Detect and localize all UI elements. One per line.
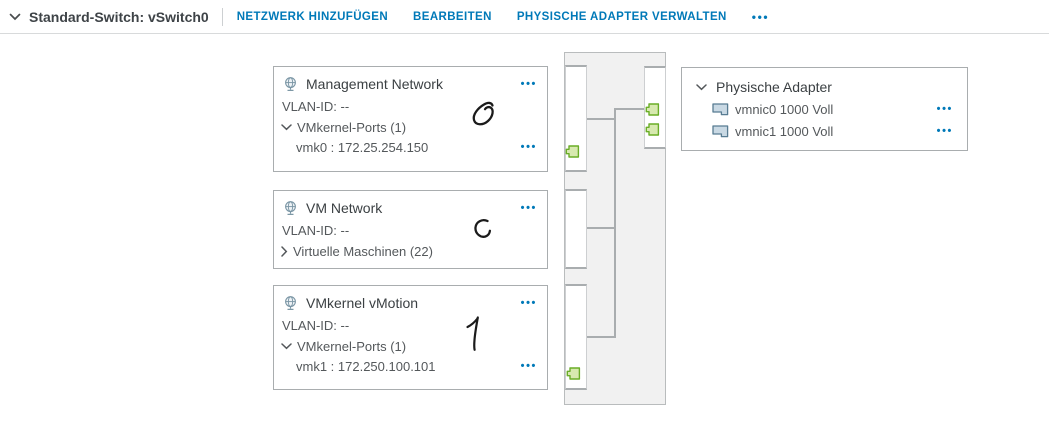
chevron-right-icon <box>281 246 288 257</box>
network-globe-icon <box>283 200 298 216</box>
chevron-down-icon <box>696 83 707 91</box>
uplink-port-icon <box>645 123 660 136</box>
portgroup-header: VM Network ••• <box>274 191 547 216</box>
nic-adapter-icon <box>712 103 729 116</box>
vlan-id-label: VLAN-ID: -- <box>282 223 350 238</box>
vmk-port-row: vmk1 : 172.250.100.101 ••• <box>296 359 537 374</box>
vmk-port-actions-button[interactable]: ••• <box>520 360 537 372</box>
portgroup-vm-network[interactable]: VM Network ••• VLAN-ID: -- Virtuelle Mas… <box>273 190 548 269</box>
vmkernel-port-icon <box>565 145 580 158</box>
adapter-row-vmnic0: vmnic0 1000 Voll ••• <box>712 102 953 117</box>
connection-line <box>587 336 616 338</box>
toolbar-divider <box>221 7 223 26</box>
adapter-row-vmnic1: vmnic1 1000 Voll ••• <box>712 124 953 139</box>
adapter-actions-button[interactable]: ••• <box>936 125 953 137</box>
more-actions-button[interactable]: ••• <box>751 9 770 24</box>
vmkernel-ports-label: VMkernel-Ports (1) <box>297 339 407 354</box>
portgroup-port-stub <box>565 65 587 172</box>
vmk-port-actions-button[interactable]: ••• <box>520 141 537 153</box>
portgroup-header: VMkernel vMotion ••• <box>274 286 547 311</box>
portgroup-title: VMkernel vMotion <box>306 295 419 311</box>
uplink-port-icon <box>645 103 660 116</box>
physical-adapters-panel: Physische Adapter vmnic0 1000 Voll ••• v… <box>681 67 968 151</box>
adapter-label: vmnic1 1000 Voll <box>735 124 834 139</box>
vmkernel-port-icon <box>566 367 581 380</box>
connection-line <box>587 118 616 120</box>
vmkernel-ports-label: VMkernel-Ports (1) <box>297 120 407 135</box>
vmk-port-label: vmk0 : 172.25.254.150 <box>296 140 429 155</box>
connection-line <box>616 108 644 110</box>
portgroup-actions-button[interactable]: ••• <box>520 201 537 214</box>
vlan-id-label: VLAN-ID: -- <box>282 99 350 114</box>
vmkernel-ports-toggle[interactable]: VMkernel-Ports (1) <box>281 339 547 354</box>
portgroup-title: Management Network <box>306 76 443 92</box>
edit-button[interactable]: BEARBEITEN <box>413 10 492 23</box>
virtual-machines-toggle[interactable]: Virtuelle Maschinen (22) <box>281 244 547 259</box>
manage-physical-adapters-button[interactable]: PHYSISCHE ADAPTER VERWALTEN <box>516 10 727 23</box>
portgroup-actions-button[interactable]: ••• <box>520 77 537 90</box>
add-network-button[interactable]: NETZWERK HINZUFÜGEN <box>236 10 389 23</box>
portgroup-title: VM Network <box>306 200 383 216</box>
nic-adapter-icon <box>712 125 729 138</box>
connection-trunk-line <box>614 108 616 338</box>
portgroup-port-stub <box>565 189 587 269</box>
switch-title: Standard-Switch: vSwitch0 <box>29 8 209 25</box>
chevron-down-icon <box>281 124 292 131</box>
adapter-label: vmnic0 1000 Voll <box>735 102 834 117</box>
physical-adapters-title: Physische Adapter <box>716 79 832 95</box>
portgroup-header: Management Network ••• <box>274 67 547 92</box>
vmk-port-label: vmk1 : 172.250.100.101 <box>296 359 436 374</box>
virtual-machines-label: Virtuelle Maschinen (22) <box>293 244 433 259</box>
physical-adapters-header[interactable]: Physische Adapter <box>682 68 967 95</box>
network-globe-icon <box>283 76 298 92</box>
connection-line <box>587 227 616 229</box>
vlan-id-label: VLAN-ID: -- <box>282 318 350 333</box>
portgroup-management-network[interactable]: Management Network ••• VLAN-ID: -- VMker… <box>273 66 548 172</box>
portgroup-port-stub <box>565 284 587 390</box>
collapse-switch-chevron-down-icon[interactable] <box>9 13 21 21</box>
vmkernel-ports-toggle[interactable]: VMkernel-Ports (1) <box>281 120 547 135</box>
portgroup-actions-button[interactable]: ••• <box>520 296 537 309</box>
vmk-port-row: vmk0 : 172.25.254.150 ••• <box>296 140 537 155</box>
chevron-down-icon <box>281 343 292 350</box>
portgroup-vmkernel-vmotion[interactable]: VMkernel vMotion ••• VLAN-ID: -- VMkerne… <box>273 285 548 390</box>
adapter-actions-button[interactable]: ••• <box>936 103 953 115</box>
network-globe-icon <box>283 295 298 311</box>
switch-toolbar: Standard-Switch: vSwitch0 NETZWERK HINZU… <box>0 0 1049 34</box>
